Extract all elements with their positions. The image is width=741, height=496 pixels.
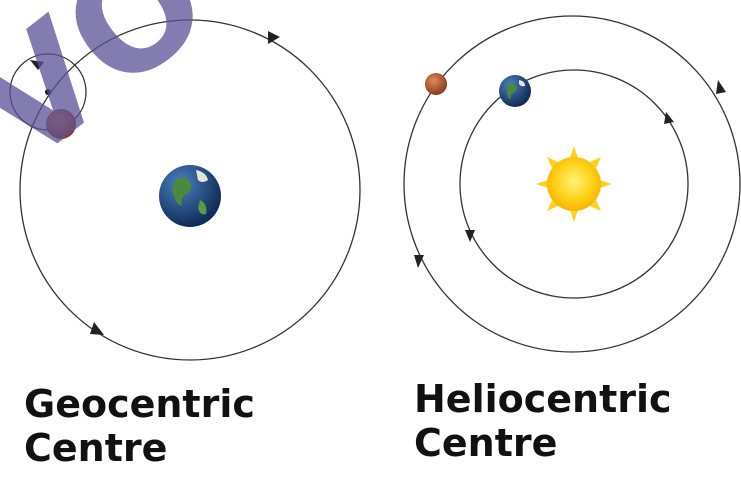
earth-icon [499, 75, 531, 107]
epicycle-arrow-icon [30, 60, 44, 70]
heliocentric-model [403, 15, 741, 353]
sun-icon [536, 146, 612, 222]
earth-icon [159, 165, 221, 227]
heliocentric-caption: Heliocentric Centre [414, 377, 672, 465]
inner-orbit-arrow-icon [465, 230, 475, 242]
geocentric-deferent-orbit [19, 19, 361, 361]
outer-orbit-arrow-icon [414, 255, 424, 268]
geocentric-caption: Geocentric Centre [24, 382, 255, 470]
orbit-arrow-icon [90, 322, 104, 335]
mars-icon [46, 109, 76, 139]
inner-orbit [459, 69, 689, 299]
heliocentric-caption-line-2: Centre [414, 420, 558, 465]
geocentric-caption-line-1: Geocentric [24, 382, 255, 426]
epicycle-center-dot [45, 89, 51, 95]
outer-orbit-arrow-icon [716, 80, 726, 94]
orbit-arrow-icon [268, 31, 280, 44]
inner-orbit-arrow-icon [664, 112, 674, 124]
geocentric-caption-line-2: Centre [24, 425, 168, 470]
geocentric-model [9, 19, 361, 361]
mars-icon [425, 73, 447, 95]
outer-orbit [403, 15, 741, 353]
heliocentric-caption-line-1: Heliocentric [414, 377, 672, 421]
